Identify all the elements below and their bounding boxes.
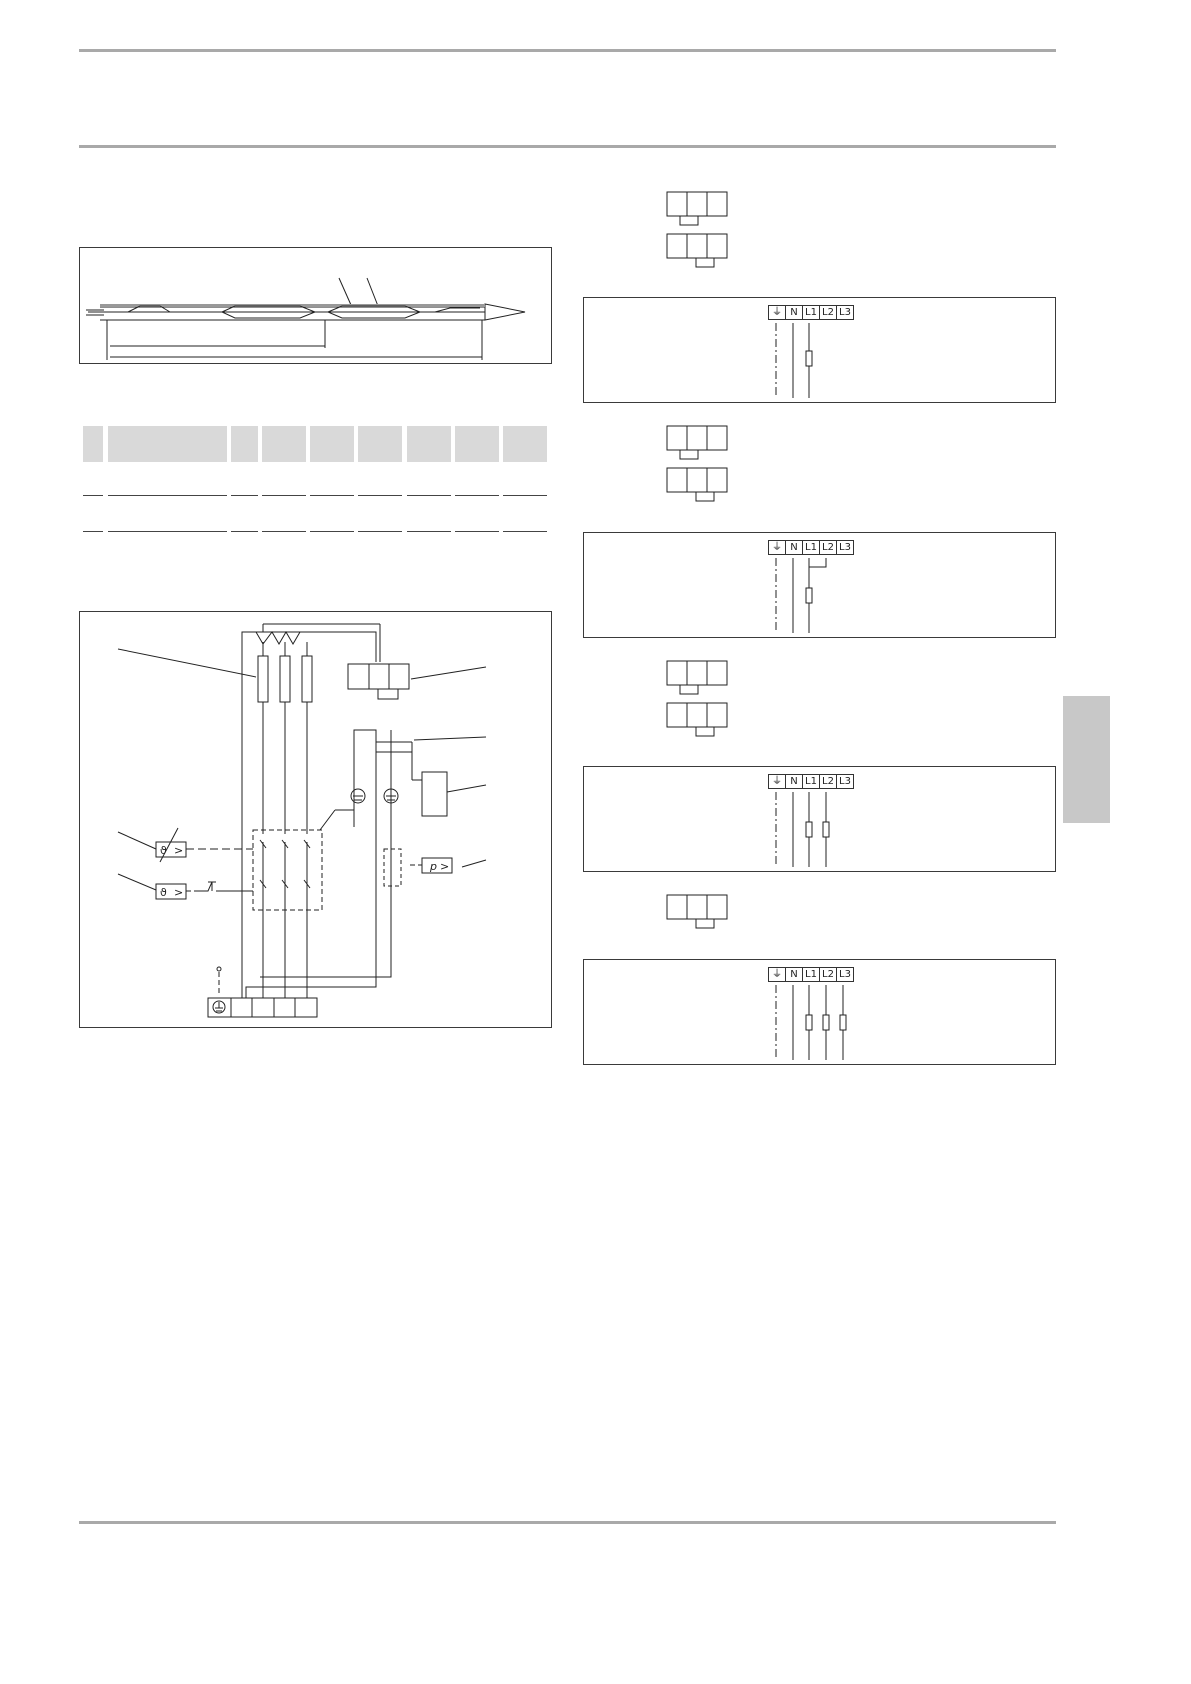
terminal-strip: ⏚ N L1 L2 L3 xyxy=(768,540,854,555)
table-row xyxy=(262,495,306,496)
sensor1-gt: > xyxy=(174,844,183,857)
table-row xyxy=(231,531,258,532)
terminal-n: N xyxy=(786,306,803,319)
terminal-l1: L1 xyxy=(803,968,820,981)
terminal-l1: L1 xyxy=(803,541,820,554)
bracket-icon xyxy=(666,702,728,737)
bracket-icon xyxy=(666,894,728,929)
heating-element-drawing xyxy=(86,277,526,360)
table-row xyxy=(231,495,258,496)
bracket-icon xyxy=(666,425,728,460)
sensor2-gt: > xyxy=(174,886,183,899)
bracket-icon xyxy=(666,233,728,268)
table-row xyxy=(503,531,547,532)
terminal-strip: ⏚ N L1 L2 L3 xyxy=(768,774,854,789)
table-header-cell xyxy=(455,426,499,462)
table-row xyxy=(262,531,306,532)
table-row xyxy=(455,495,499,496)
section-tab[interactable] xyxy=(1063,696,1110,823)
heating-element-figure xyxy=(79,247,552,364)
terminal-strip: ⏚ N L1 L2 L3 xyxy=(768,967,854,982)
pressure-gt-label: > xyxy=(440,860,449,873)
terminal-strip: ⏚ N L1 L2 L3 xyxy=(768,305,854,320)
terminal-n: N xyxy=(786,541,803,554)
top-rule xyxy=(79,49,1056,52)
table-header-cell xyxy=(83,426,103,462)
wiring-schematic-drawing: p > ϑ > ϑ > xyxy=(117,623,487,1018)
table-row xyxy=(108,531,227,532)
terminal-l3: L3 xyxy=(839,542,851,553)
terminal-l1: L1 xyxy=(803,306,820,319)
table-row xyxy=(108,495,227,496)
table-row xyxy=(310,531,354,532)
terminal-l1: L1 xyxy=(803,775,820,788)
table-row xyxy=(407,531,451,532)
table-header-cell xyxy=(262,426,306,462)
connection-diagram-4 xyxy=(583,959,1056,1065)
terminal-l3: L3 xyxy=(839,969,851,980)
terminal-n: N xyxy=(786,968,803,981)
table-header-cell xyxy=(231,426,258,462)
sensor2-theta: ϑ xyxy=(160,886,167,899)
table-header-cell xyxy=(310,426,354,462)
table-row xyxy=(358,495,402,496)
terminal-l2: L2 xyxy=(820,968,837,981)
table-header-cell xyxy=(358,426,402,462)
table-row xyxy=(83,495,103,496)
earth-terminal: ⏚ xyxy=(769,541,786,554)
footer-rule xyxy=(79,1521,1056,1524)
terminal-l2: L2 xyxy=(820,306,837,319)
earth-terminal: ⏚ xyxy=(769,775,786,788)
terminal-n: N xyxy=(786,775,803,788)
table-row xyxy=(358,531,402,532)
terminal-l2: L2 xyxy=(820,775,837,788)
table-row xyxy=(503,495,547,496)
header-rule xyxy=(79,145,1056,148)
sensor1-theta: ϑ xyxy=(160,844,167,857)
bracket-icon xyxy=(666,660,728,695)
wiring-schematic: p > ϑ > ϑ > xyxy=(79,611,552,1028)
terminal-l3: L3 xyxy=(839,776,851,787)
earth-terminal: ⏚ xyxy=(769,968,786,981)
table-row xyxy=(310,495,354,496)
earth-terminal: ⏚ xyxy=(769,306,786,319)
table-row xyxy=(455,531,499,532)
table-header-cell xyxy=(503,426,547,462)
bracket-icon xyxy=(666,191,728,226)
table-row xyxy=(407,495,451,496)
table-row xyxy=(83,531,103,532)
terminal-l3: L3 xyxy=(839,307,851,318)
pressure-label: p xyxy=(429,860,437,873)
bracket-icon xyxy=(666,467,728,502)
terminal-l2: L2 xyxy=(820,541,837,554)
table-header-cell xyxy=(108,426,227,462)
table-header-cell xyxy=(407,426,451,462)
